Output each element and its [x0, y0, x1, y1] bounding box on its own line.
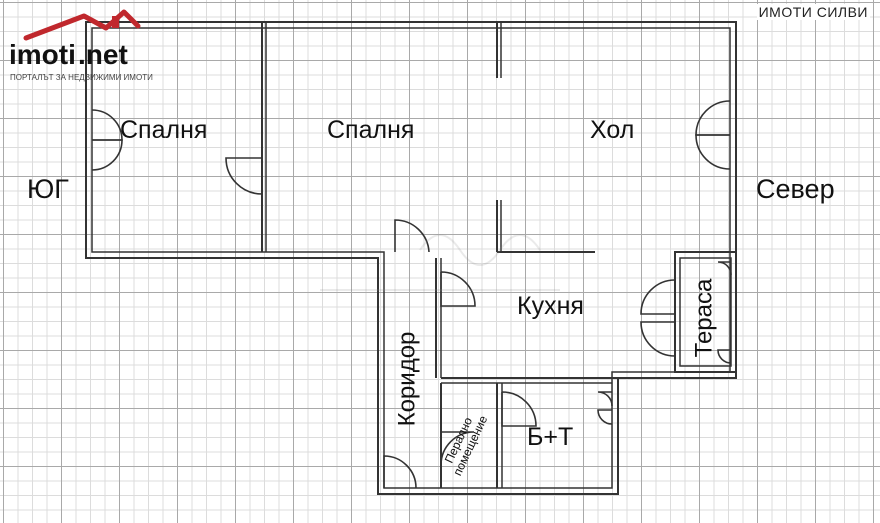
orientation-north: Север — [756, 174, 835, 204]
door-corridor-top — [394, 219, 430, 253]
watermark — [320, 234, 560, 291]
door-terrace-top — [640, 279, 676, 315]
door-terrace-side — [717, 261, 732, 276]
room-label-bedroom-2: Спалня — [327, 116, 415, 144]
orientation-south: ЮГ — [27, 174, 69, 204]
room-label-bedroom-1: Спалня — [120, 116, 208, 144]
outer-wall — [85, 21, 737, 495]
room-label-hall: Хол — [590, 116, 635, 144]
door-corridor-bottom — [383, 455, 417, 489]
door-kitchen — [440, 271, 476, 307]
door-bed1-right — [225, 157, 263, 195]
room-label-kitchen: Кухня — [517, 292, 584, 320]
logo-tagline: ПОРТАЛЪТ ЗА НЕДВИЖИМИ ИМОТИ — [10, 73, 153, 82]
door-bath — [501, 391, 537, 427]
site-logo[interactable]: imoti .net ПОРТАЛЪТ ЗА НЕДВИЖИМИ ИМОТИ — [6, 6, 166, 86]
logo-text-main: imoti — [9, 39, 76, 70]
room-label-bath-wc: Б+Т — [527, 423, 574, 451]
door-hall-top — [695, 100, 731, 136]
logo-text-tld: .net — [78, 39, 128, 70]
logo-house-icon: imoti .net ПОРТАЛЪТ ЗА НЕДВИЖИМИ ИМОТИ — [9, 9, 153, 82]
agency-name: ИМОТИ СИЛВИ — [756, 4, 870, 20]
wall-terrace — [674, 251, 737, 373]
door-bed1-left-bottom — [91, 139, 123, 171]
door-bed1-left-top — [91, 109, 123, 141]
door-laundry — [440, 431, 475, 466]
door-terrace-bottom — [640, 321, 676, 357]
room-label-terrace: Тераса — [690, 278, 718, 358]
room-label-corridor: Коридор — [393, 331, 421, 427]
outer-wall-inner-line — [91, 27, 731, 489]
door-hall-bottom — [695, 134, 731, 170]
door-bath-window — [597, 391, 613, 407]
